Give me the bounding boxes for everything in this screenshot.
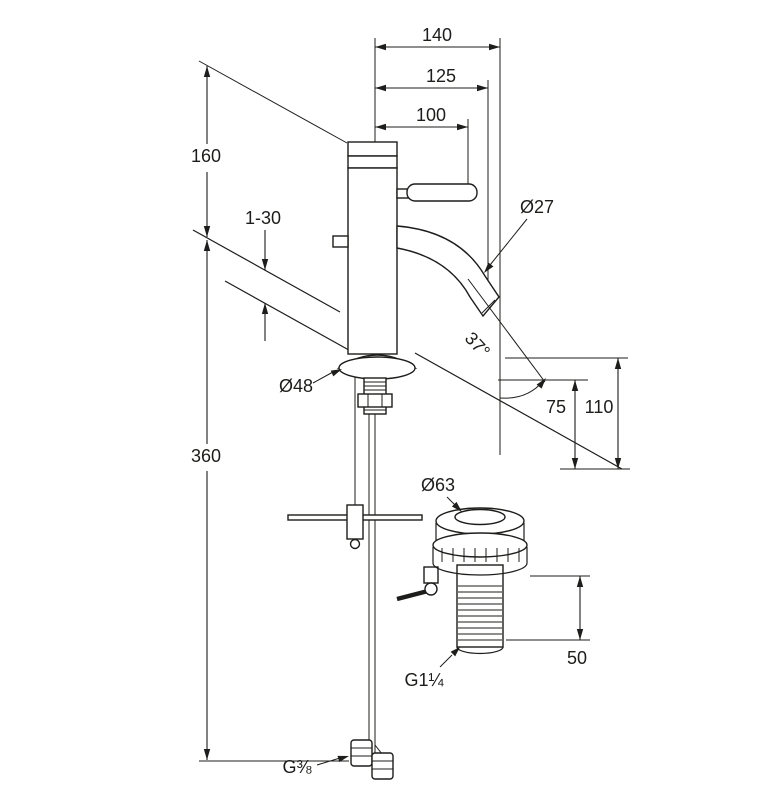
drain-lever-rod bbox=[396, 588, 429, 602]
hose-fittings bbox=[350, 739, 394, 780]
dim-110: 110 bbox=[585, 358, 622, 469]
dim-d63: Ø63 bbox=[421, 475, 462, 512]
dim-37deg-label: 37° bbox=[461, 328, 494, 362]
extension-lines bbox=[199, 38, 630, 762]
dim-1-30-label: 1-30 bbox=[245, 208, 281, 228]
dim-d48: Ø48 bbox=[279, 369, 342, 396]
lever-boss bbox=[423, 566, 439, 584]
thread-g38: G⅜ bbox=[282, 755, 349, 777]
dim-d48-label: Ø48 bbox=[279, 376, 313, 396]
dim-110-label: 110 bbox=[585, 397, 614, 417]
dim-75-label: 75 bbox=[546, 397, 566, 417]
dim-160-label: 160 bbox=[191, 146, 221, 166]
dim-125-label: 125 bbox=[426, 66, 456, 86]
drain-assembly bbox=[396, 507, 528, 655]
hose-fitting-1 bbox=[350, 739, 373, 767]
faucet-body bbox=[332, 141, 398, 355]
thread-g114: G1¼ bbox=[404, 647, 460, 690]
tailpiece-bottom bbox=[456, 646, 504, 655]
dim-140: 140 bbox=[375, 25, 500, 51]
knurl-lines bbox=[441, 548, 520, 562]
dim-140-label: 140 bbox=[422, 25, 452, 45]
base-escutcheon bbox=[336, 354, 418, 380]
plug-dome bbox=[454, 508, 506, 526]
dim-d27: Ø27 bbox=[484, 197, 554, 273]
dim-125: 125 bbox=[375, 66, 488, 92]
mounting-shank bbox=[357, 377, 393, 415]
hose-fitting-2 bbox=[371, 752, 394, 780]
rod-clamp bbox=[346, 504, 364, 540]
thread-g114-label: G1¼ bbox=[404, 670, 444, 690]
thread-g38-label: G⅜ bbox=[282, 757, 312, 777]
dim-50-label: 50 bbox=[567, 648, 587, 668]
tailpiece-threads bbox=[458, 585, 502, 641]
temperature-limiter-tab bbox=[332, 235, 349, 248]
dim-d63-label: Ø63 bbox=[421, 475, 455, 495]
dim-100-label: 100 bbox=[416, 105, 446, 125]
dim-d27-label: Ø27 bbox=[520, 197, 554, 217]
dim-360-label: 360 bbox=[191, 446, 221, 466]
spout bbox=[396, 225, 500, 318]
dim-160: 160 bbox=[191, 66, 221, 237]
supply-hoses-and-linkage bbox=[287, 377, 423, 753]
lever-ball bbox=[424, 582, 438, 596]
dim-50: 50 bbox=[567, 576, 587, 668]
supply-hoses bbox=[368, 414, 376, 753]
tailpiece bbox=[456, 564, 504, 648]
lever-handle bbox=[396, 183, 478, 202]
mounting-nut bbox=[357, 393, 393, 408]
clamp-screw bbox=[349, 538, 361, 550]
dim-100: 100 bbox=[375, 105, 468, 131]
dim-clamping-range: 1-30 bbox=[245, 208, 281, 341]
dim-360: 360 bbox=[191, 240, 221, 760]
dim-75: 75 bbox=[546, 380, 579, 469]
flange-top bbox=[432, 532, 528, 558]
mounting-deck-lines bbox=[192, 60, 623, 470]
flange-bottom bbox=[432, 562, 528, 576]
